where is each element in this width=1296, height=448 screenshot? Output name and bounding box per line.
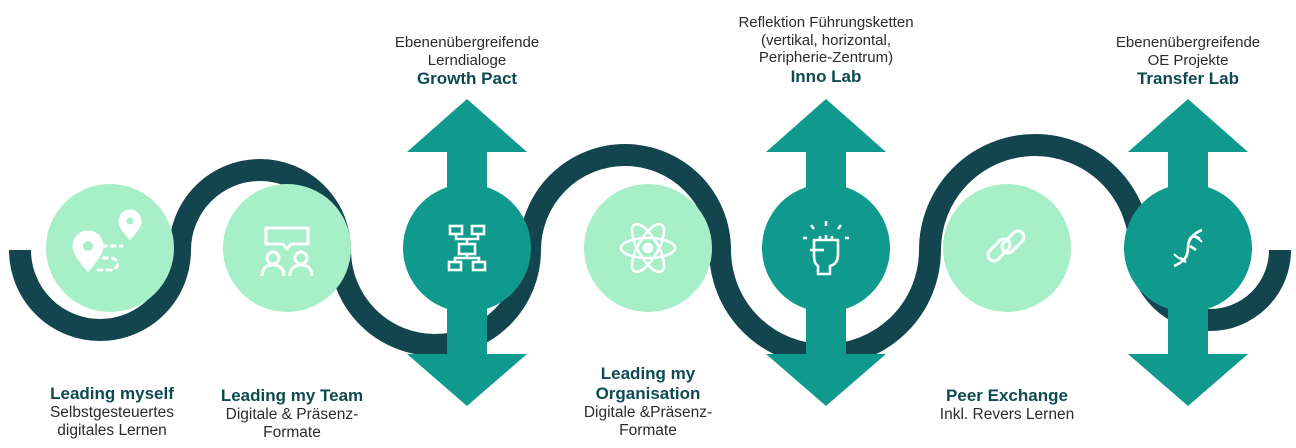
org-chart-icon bbox=[447, 224, 487, 272]
inno-lab-desc-3: Peripherie-Zentrum) bbox=[758, 49, 894, 67]
leading-my-team-desc-2: Formate bbox=[263, 424, 321, 442]
growth-pact-title: Growth Pact bbox=[416, 69, 518, 89]
leading-my-organisation-title-1: Leading my bbox=[600, 364, 696, 383]
circle-leading-myself bbox=[46, 184, 174, 312]
label-growth-pact: Ebenenübergreifende Lerndialoge Growth P… bbox=[367, 34, 567, 89]
team-chat-icon bbox=[260, 226, 314, 277]
leading-myself-desc-1: Selbstgesteuertes bbox=[49, 404, 175, 422]
leading-my-organisation-desc-2: Formate bbox=[619, 422, 677, 440]
leading-my-organisation-desc-1: Digitale &Präsenz- bbox=[583, 404, 713, 422]
label-leading-myself: Leading myself Selbstgesteuertes digital… bbox=[12, 384, 212, 441]
circle-inno-lab bbox=[762, 184, 890, 312]
label-leading-my-organisation: Leading my Organisation Digitale &Präsen… bbox=[548, 364, 748, 441]
atom-icon bbox=[619, 222, 677, 274]
transfer-lab-title: Transfer Lab bbox=[1136, 69, 1240, 89]
map-route-icon bbox=[72, 209, 142, 273]
peer-exchange-desc-1: Inkl. Revers Lernen bbox=[939, 406, 1075, 424]
circle-peer-exchange bbox=[943, 184, 1071, 312]
label-transfer-lab: Ebenenübergreifende OE Projekte Transfer… bbox=[1088, 34, 1288, 89]
chain-link-icon bbox=[986, 229, 1026, 263]
inno-lab-desc-2: (vertikal, horizontal, bbox=[760, 31, 892, 49]
growth-pact-desc-2: Lerndialoge bbox=[427, 51, 507, 69]
dna-icon bbox=[1173, 228, 1203, 268]
label-inno-lab: Reflektion Führungsketten (vertikal, hor… bbox=[706, 14, 946, 87]
label-leading-my-team: Leading my Team Digitale & Präsenz- Form… bbox=[192, 386, 392, 443]
leading-my-organisation-title-2: Organisation bbox=[595, 384, 701, 404]
leading-myself-title: Leading myself bbox=[50, 384, 174, 403]
peer-exchange-title: Peer Exchange bbox=[946, 386, 1068, 405]
leading-my-team-title: Leading my Team bbox=[220, 386, 364, 405]
wave-path bbox=[9, 134, 1291, 366]
leading-my-team-desc-1: Digitale & Präsenz- bbox=[225, 406, 359, 424]
growth-pact-desc-1: Ebenenübergreifende bbox=[394, 34, 540, 51]
inno-lab-desc-1: Reflektion Führungsketten bbox=[738, 14, 914, 31]
raised-fist-icon bbox=[803, 221, 849, 276]
circle-growth-pact bbox=[403, 184, 531, 312]
label-peer-exchange: Peer Exchange Inkl. Revers Lernen bbox=[907, 386, 1107, 424]
inno-lab-title: Inno Lab bbox=[790, 67, 862, 87]
transfer-lab-desc-1: Ebenenübergreifende bbox=[1115, 34, 1261, 51]
leading-myself-desc-2: digitales Lernen bbox=[57, 422, 167, 440]
transfer-lab-desc-2: OE Projekte bbox=[1147, 51, 1229, 69]
